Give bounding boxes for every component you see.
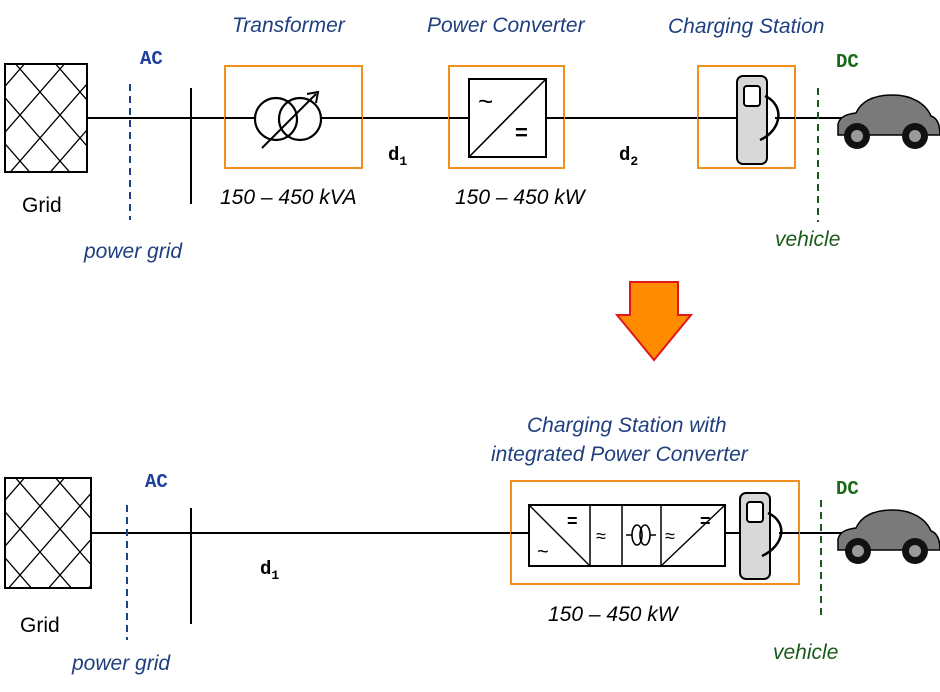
transition-arrow <box>614 281 694 362</box>
top-grid-label: Grid <box>22 194 62 217</box>
hf-transformer-icon <box>626 524 656 546</box>
converter-icon: ~ = <box>449 78 564 158</box>
top-diagram: Grid AC power grid Transformer 150 – 450… <box>4 14 940 263</box>
bottom-dc-label: DC <box>836 478 859 500</box>
bottom-station-title-line1: Charging Station with <box>527 414 727 437</box>
top-vehicle-label: vehicle <box>775 228 840 251</box>
top-transformer-rating: 150 – 450 kVA <box>220 186 357 209</box>
rectifier-dc-symbol: = <box>567 511 578 531</box>
rectifier-ac-symbol: ~ <box>537 541 549 563</box>
bottom-power-grid-label: power grid <box>71 652 171 675</box>
bottom-diagram: Grid AC power grid d1 Charging Station w… <box>4 414 940 675</box>
bottom-car-icon <box>837 509 940 564</box>
top-grid-block <box>4 63 88 173</box>
integrated-converter-icon: ~ = ≈ ≈ = <box>511 504 740 567</box>
bottom-d1-label: d1 <box>260 558 279 583</box>
top-station-title: Charging Station <box>668 15 824 38</box>
transformer-icon <box>225 90 362 149</box>
top-car-icon <box>837 94 940 149</box>
top-transformer-title: Transformer <box>232 14 346 37</box>
bottom-grid-block <box>4 477 92 589</box>
bottom-ac-label: AC <box>145 471 168 493</box>
top-power-grid-label: power grid <box>83 240 183 263</box>
charger-icon <box>698 75 795 165</box>
bottom-vehicle-label: vehicle <box>773 641 838 664</box>
converter-dc-symbol: = <box>515 120 528 145</box>
output-dc-symbol: = <box>700 511 711 531</box>
bottom-station-rating: 150 – 450 kW <box>548 603 680 626</box>
top-converter-title: Power Converter <box>427 14 586 37</box>
top-d2-label: d2 <box>619 144 638 169</box>
top-dc-label: DC <box>836 51 859 73</box>
top-ac-label: AC <box>140 48 163 70</box>
converter-ac-symbol: ~ <box>478 86 493 116</box>
bottom-charger-icon <box>739 492 799 580</box>
bottom-grid-label: Grid <box>20 614 60 637</box>
inverter-symbol: ≈ <box>596 526 606 546</box>
output-ac-symbol: ≈ <box>665 526 675 546</box>
bottom-station-title-line2: integrated Power Converter <box>491 443 749 466</box>
top-converter-rating: 150 – 450 kW <box>455 186 587 209</box>
top-d1-label: d1 <box>388 144 407 169</box>
